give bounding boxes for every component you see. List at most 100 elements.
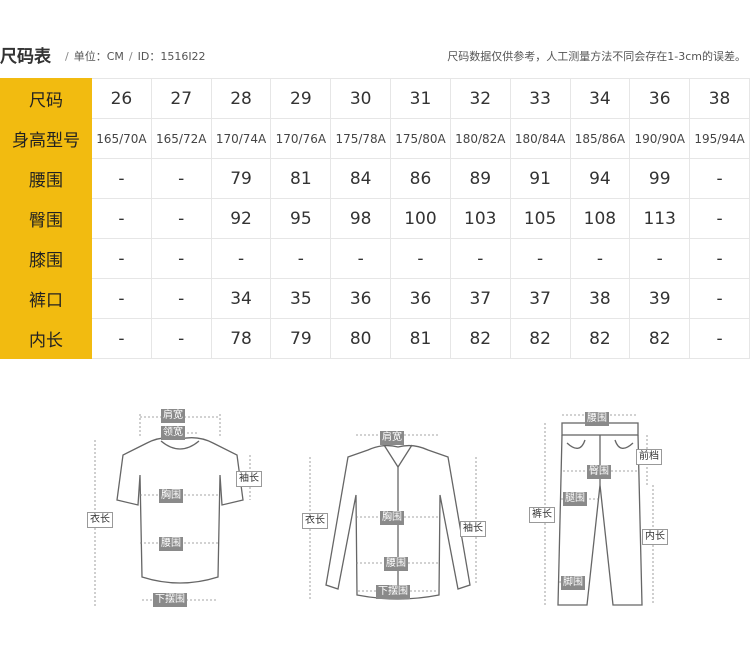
table-cell: 27 <box>150 78 212 119</box>
table-cell: 175/80A <box>390 118 451 159</box>
row-header: 身高型号 <box>0 118 92 159</box>
tshirt-neck-label: 领宽 <box>161 426 185 440</box>
pants-front-rise-label: 前档 <box>636 449 662 465</box>
table-cell: - <box>689 318 750 359</box>
table-cell: 165/72A <box>150 118 212 159</box>
table-cell: - <box>210 238 272 279</box>
table-cell: 89 <box>449 158 511 199</box>
table-cell: 34 <box>210 278 272 319</box>
size-chart-header: 尺码表 /单位：CM/ID：1516I22 尺码数据仅供参考，人工测量方法不同会… <box>0 40 750 74</box>
table-cell: 36 <box>330 278 392 319</box>
table-cell: 95 <box>270 198 332 239</box>
table-cell: - <box>330 238 392 279</box>
table-cell: 190/90A <box>629 118 691 159</box>
page-title: 尺码表 <box>0 47 51 67</box>
table-cell: 180/84A <box>509 118 571 159</box>
table-cell: - <box>569 238 631 279</box>
product-id: ID：1516I22 <box>137 50 206 63</box>
table-cell: 82 <box>509 318 571 359</box>
tshirt-length-label: 衣长 <box>87 512 113 528</box>
shirt-chest-label: 胸围 <box>380 511 404 525</box>
pants-outline <box>544 414 654 606</box>
table-cell: 165/70A <box>91 118 152 159</box>
pants-inseam-label: 内长 <box>642 529 668 545</box>
table-cell: 38 <box>569 278 631 319</box>
shirt-shoulder-label: 肩宽 <box>380 431 404 445</box>
table-cell: 105 <box>509 198 571 239</box>
tshirt-hem-label: 下摆围 <box>153 593 187 607</box>
table-cell: 34 <box>569 78 631 119</box>
table-cell: - <box>150 278 212 319</box>
table-cell: 81 <box>390 318 451 359</box>
table-cell: - <box>91 278 152 319</box>
shirt-sleeve-label: 袖长 <box>460 521 486 537</box>
table-cell: 82 <box>629 318 691 359</box>
row-header: 内长 <box>0 318 92 359</box>
row-header: 裤口 <box>0 278 92 319</box>
table-cell: 170/76A <box>270 118 332 159</box>
table-cell: 170/74A <box>210 118 272 159</box>
table-cell: 103 <box>449 198 511 239</box>
shirt-outline <box>309 434 477 600</box>
table-row: 膝围----------- <box>0 238 750 279</box>
table-cell: 91 <box>509 158 571 199</box>
table-cell: - <box>91 238 152 279</box>
tshirt-sleeve-label: 袖长 <box>236 471 262 487</box>
table-cell: 35 <box>270 278 332 319</box>
table-cell: 28 <box>210 78 272 119</box>
table-cell: 38 <box>689 78 750 119</box>
table-cell: 29 <box>270 78 332 119</box>
table-cell: 185/86A <box>569 118 631 159</box>
table-cell: 84 <box>330 158 392 199</box>
table-cell: 81 <box>270 158 332 199</box>
table-cell: - <box>150 318 212 359</box>
row-header: 腰围 <box>0 158 92 199</box>
table-cell: - <box>91 318 152 359</box>
table-cell: 79 <box>270 318 332 359</box>
pants-hem-label: 脚围 <box>561 576 585 590</box>
table-cell: 36 <box>390 278 451 319</box>
pants-waist-label: 腰围 <box>585 412 609 426</box>
table-cell: 79 <box>210 158 272 199</box>
table-cell: - <box>449 238 511 279</box>
pants-diagram: 腰围 前档 臀围 裤长 腿围 内长 脚围 <box>525 395 685 615</box>
table-cell: - <box>270 238 332 279</box>
table-cell: 180/82A <box>449 118 511 159</box>
table-cell: 99 <box>629 158 691 199</box>
table-cell: - <box>629 238 691 279</box>
row-header: 尺码 <box>0 78 92 119</box>
table-cell: - <box>509 238 571 279</box>
pants-hip-label: 臀围 <box>587 465 611 479</box>
unit-label: 单位：CM <box>73 50 124 63</box>
table-cell: 31 <box>390 78 451 119</box>
table-cell: 86 <box>390 158 451 199</box>
tshirt-shoulder-label: 肩宽 <box>161 409 185 423</box>
table-cell: - <box>150 238 212 279</box>
table-cell: 108 <box>569 198 631 239</box>
table-cell: - <box>689 278 750 319</box>
row-header: 臀围 <box>0 198 92 239</box>
pants-thigh-label: 腿围 <box>563 492 587 506</box>
table-cell: 26 <box>91 78 152 119</box>
table-cell: - <box>91 198 152 239</box>
table-cell: - <box>689 238 750 279</box>
row-header: 膝围 <box>0 238 92 279</box>
table-cell: - <box>91 158 152 199</box>
table-cell: 37 <box>509 278 571 319</box>
tshirt-diagram: 肩宽 领宽 袖长 衣长 胸围 腰围 下摆围 <box>85 395 275 615</box>
shirt-waist-label: 腰围 <box>384 557 408 571</box>
table-cell: 92 <box>210 198 272 239</box>
shirt-length-label: 衣长 <box>302 513 328 529</box>
table-cell: - <box>150 158 212 199</box>
table-cell: 80 <box>330 318 392 359</box>
table-cell: 39 <box>629 278 691 319</box>
pants-outseam-label: 裤长 <box>529 507 555 523</box>
measurement-note: 尺码数据仅供参考，人工测量方法不同会存在1-3cm的误差。 <box>447 50 746 63</box>
chart-meta: /单位：CM/ID：1516I22 <box>65 50 206 63</box>
